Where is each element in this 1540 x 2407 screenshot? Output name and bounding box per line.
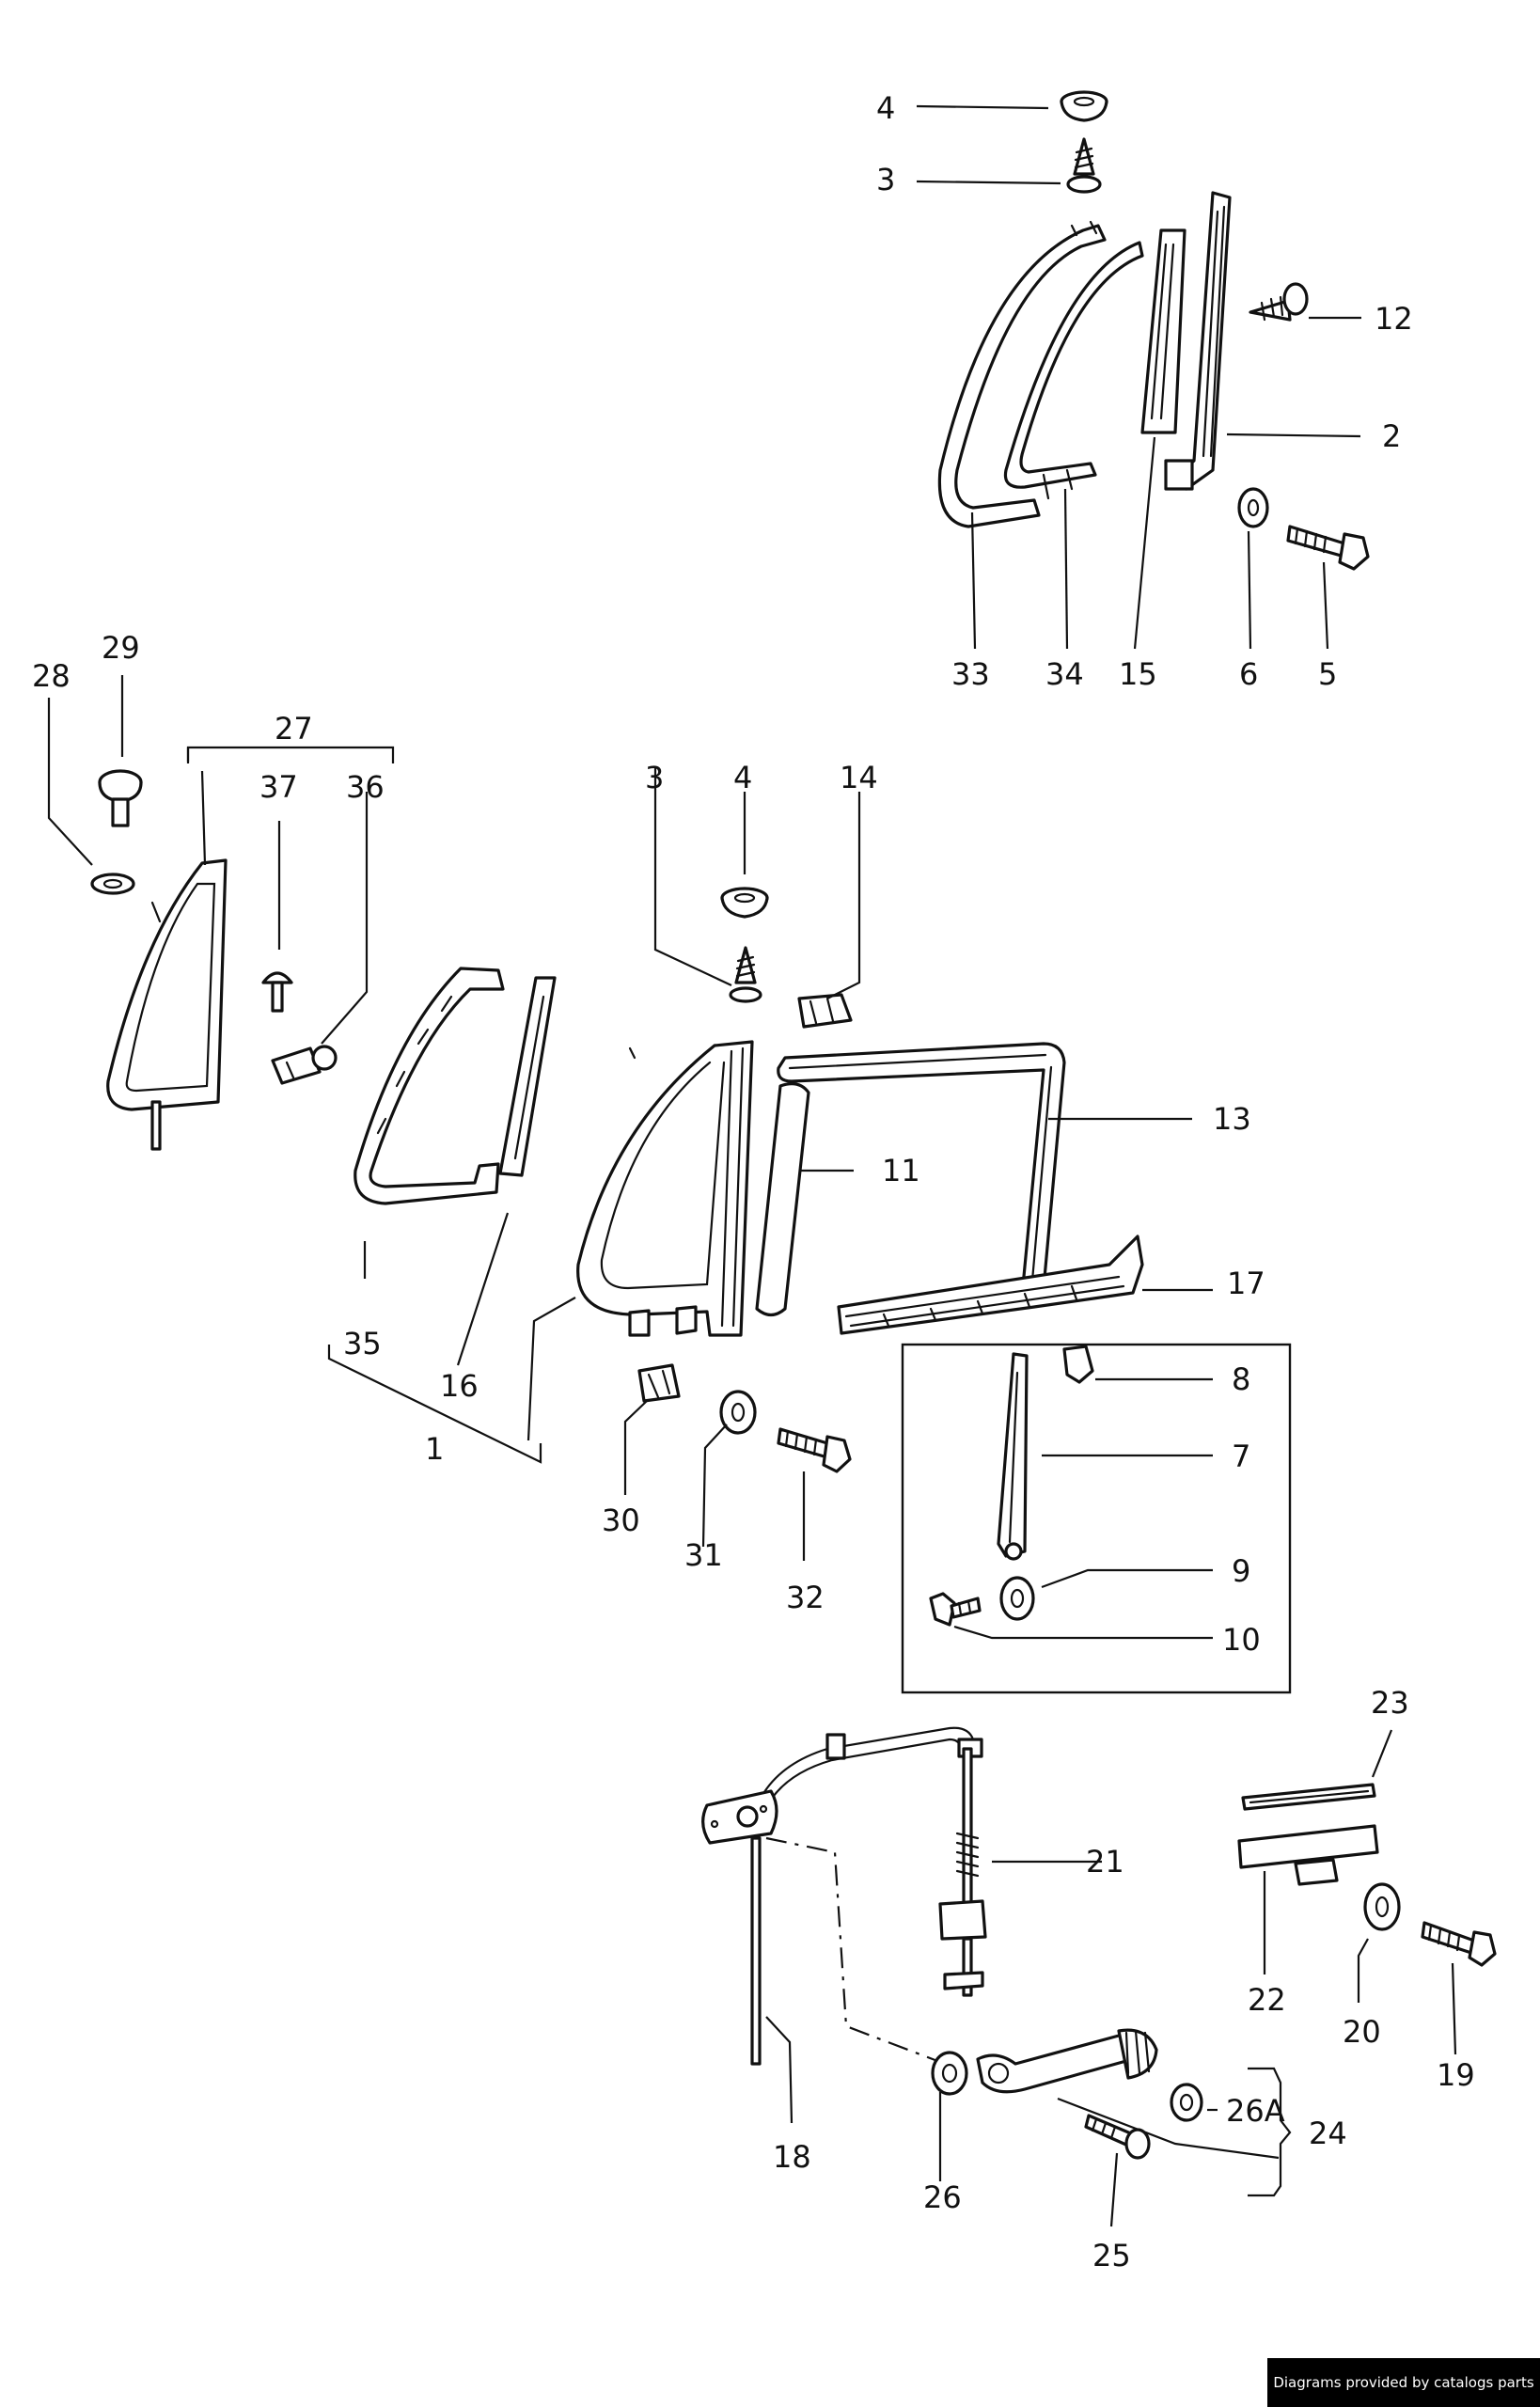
part-3-screw-center <box>729 946 762 1003</box>
part-1-vent-window-assembly <box>576 1040 754 1337</box>
part-29-knob <box>98 769 143 827</box>
callout-31: 31 <box>684 1537 723 1573</box>
diagram-credit: Diagrams provided by catalogs parts <box>1267 2358 1540 2407</box>
callout-35: 35 <box>343 1326 382 1361</box>
part-3-screw-top <box>1066 137 1102 194</box>
part-11-seal-strip <box>755 1082 810 1317</box>
callout-13: 13 <box>1213 1101 1251 1137</box>
part-36-hinge <box>271 1045 338 1085</box>
part-32-bolt <box>777 1427 852 1473</box>
callout-4: 4 <box>876 90 895 126</box>
part-33-vent-frame <box>937 220 1107 528</box>
part-22-bracket <box>1237 1824 1379 1886</box>
part-37-rivet <box>261 971 293 1013</box>
part-8-clip <box>1062 1345 1094 1384</box>
callout-15: 15 <box>1119 656 1157 692</box>
callout-12: 12 <box>1375 301 1413 337</box>
part-25-screw <box>1084 2114 1151 2160</box>
part-23-strip <box>1241 1783 1376 1811</box>
part-16-seal-strip <box>498 976 557 1177</box>
part-2-vent-channel <box>1164 191 1232 491</box>
callout-8: 8 <box>1232 1361 1250 1397</box>
callout-3-center: 3 <box>645 760 664 795</box>
callout-34: 34 <box>1045 656 1084 692</box>
callout-7: 7 <box>1232 1439 1250 1474</box>
part-10-bolt <box>929 1592 982 1627</box>
part-7-channel <box>997 1352 1029 1561</box>
callout-11: 11 <box>882 1153 920 1188</box>
callout-22: 22 <box>1248 1982 1286 2018</box>
callout-21: 21 <box>1086 1844 1124 1880</box>
callout-14: 14 <box>840 760 878 795</box>
leader-lines <box>47 104 1457 2227</box>
part-17-inner-sill-strip <box>837 1235 1144 1335</box>
callout-24: 24 <box>1309 2116 1347 2151</box>
part-15-seal-strip <box>1140 228 1186 434</box>
assembly-guideline <box>765 1836 946 2066</box>
kit-box-7-10 <box>901 1343 1292 1694</box>
callout-10: 10 <box>1222 1622 1261 1658</box>
part-24-window-crank <box>976 2028 1158 2094</box>
callout-32: 32 <box>786 1580 825 1615</box>
callout-26a: 26A <box>1226 2093 1285 2129</box>
part-35-vent-frame <box>354 967 505 1205</box>
part-4-cap-center <box>720 887 769 919</box>
callout-19: 19 <box>1437 2057 1475 2093</box>
part-12-screw <box>1249 282 1309 322</box>
callout-25: 25 <box>1092 2238 1131 2273</box>
callout-labels: 4 3 12 2 33 34 15 6 5 29 28 27 37 36 3 4… <box>32 90 1475 2273</box>
part-14-clip <box>797 993 853 1029</box>
callout-29: 29 <box>102 630 140 666</box>
part-19-bolt <box>1421 1921 1497 1967</box>
part-9-washer <box>999 1576 1035 1621</box>
part-18-regulator-assembly <box>701 1726 983 2066</box>
part-20-washer <box>1363 1882 1401 1931</box>
part-5-bolt-top <box>1286 525 1370 571</box>
callout-6: 6 <box>1239 656 1258 692</box>
callout-27: 27 <box>275 711 313 747</box>
callout-28: 28 <box>32 658 71 694</box>
callout-16: 16 <box>440 1368 479 1404</box>
part-34-vent-frame-inner <box>1003 241 1144 500</box>
callout-37: 37 <box>259 769 298 805</box>
part-21-spring-lifter <box>938 1747 987 1997</box>
part-13-window-channel <box>777 1042 1066 1290</box>
callout-4-center: 4 <box>733 760 752 795</box>
part-28-washer <box>90 873 135 895</box>
callout-2: 2 <box>1382 418 1401 454</box>
callout-33: 33 <box>951 656 990 692</box>
callout-26: 26 <box>923 2179 962 2215</box>
callout-1: 1 <box>425 1431 444 1467</box>
callout-20: 20 <box>1343 2014 1381 2050</box>
part-27-vent-window-frame <box>106 858 228 1151</box>
part-26-washer <box>931 2051 968 2096</box>
part-6-washer-top <box>1237 487 1269 528</box>
callout-17: 17 <box>1227 1266 1265 1301</box>
callout-5: 5 <box>1318 656 1337 692</box>
part-26a-spacer <box>1170 2083 1203 2122</box>
callout-18: 18 <box>773 2139 811 2175</box>
part-4-cap-top <box>1060 90 1108 122</box>
part-30-clip <box>637 1363 681 1403</box>
callout-23: 23 <box>1371 1685 1409 1721</box>
callout-9: 9 <box>1232 1553 1250 1589</box>
callout-36: 36 <box>346 769 385 805</box>
callout-3: 3 <box>876 162 895 197</box>
part-31-washer <box>719 1390 757 1435</box>
callout-30: 30 <box>602 1502 640 1538</box>
